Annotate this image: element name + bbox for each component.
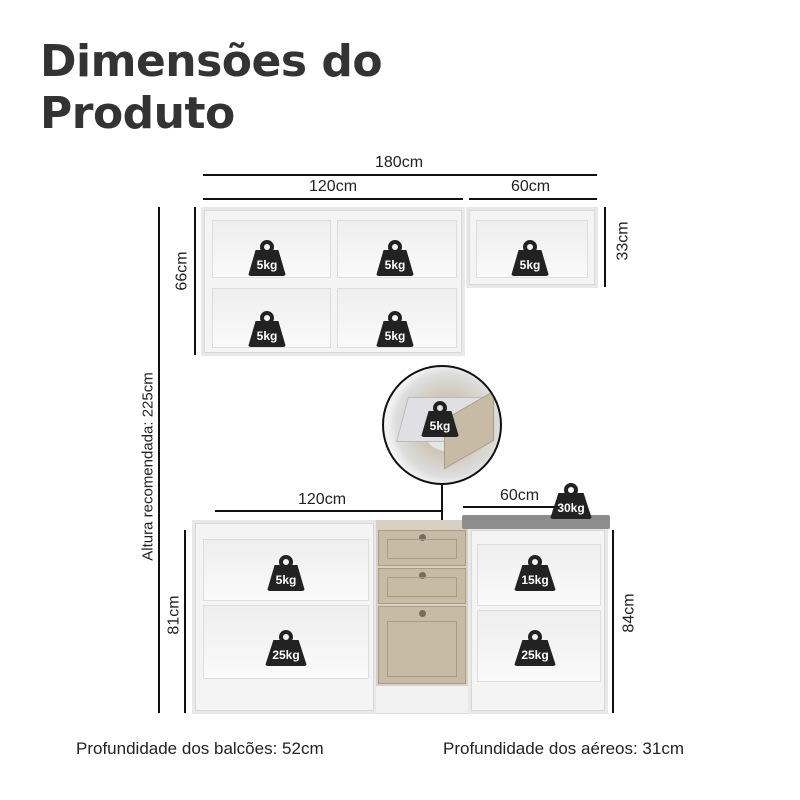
upper-depth-note: Profundidade dos aéreos: 31cm [443,739,684,758]
lower-cabinet-left [192,520,377,714]
weight-icon: 30kg [550,483,592,521]
weight-icon: 25kg [514,630,556,668]
upper-right-height-line [604,207,606,287]
upper-right-width-label: 60cm [511,178,551,195]
knob [419,572,426,579]
knob [419,534,426,541]
title-line-1: Dimensões do [40,36,383,87]
total-width-label: 180cm [375,154,424,171]
upper-left-width-label: 120cm [309,178,358,195]
lower-left-height-line [184,530,186,713]
upper-cabinet-double [201,207,465,356]
upper-right-height-label: 33cm [614,221,632,261]
weight-icon: 25kg [265,630,307,668]
lower-right-height-line [612,530,614,713]
plinth [376,686,468,714]
drawer-2 [378,568,466,604]
drawer-door [378,606,466,684]
title-line-2: Produto [40,88,235,139]
weight-icon: 5kg [421,401,459,439]
drawer-1 [378,530,466,566]
total-width-line [203,174,597,176]
weight-icon: 5kg [248,311,286,349]
lower-right-height-label: 84cm [620,593,638,633]
lower-right-width-line [463,506,558,508]
weight-icon: 5kg [376,311,414,349]
upper-right-width-line [469,198,597,200]
upper-left-height-line [194,207,196,355]
recommended-height-label: Altura recomendada: 225cm [139,372,157,561]
weight-icon: 5kg [248,240,286,278]
page-title: Dimensões do Produto [40,36,383,140]
upper-left-width-line [203,198,463,200]
counter-depth-note: Profundidade dos balcões: 52cm [76,739,324,758]
weight-icon: 5kg [376,240,414,278]
knob [419,610,426,617]
lower-right-width-label: 60cm [500,487,540,504]
lower-left-height-label: 81cm [165,595,183,635]
lower-left-width-label: 120cm [298,491,347,508]
lower-left-width-line [215,510,441,512]
weight-icon: 15kg [514,555,556,593]
weight-icon: 5kg [267,555,305,593]
upper-left-height-label: 66cm [173,251,191,291]
drawer-unit [376,520,468,686]
callout-line [441,485,443,545]
recommended-height-line [158,207,160,713]
weight-icon: 5kg [511,240,549,278]
